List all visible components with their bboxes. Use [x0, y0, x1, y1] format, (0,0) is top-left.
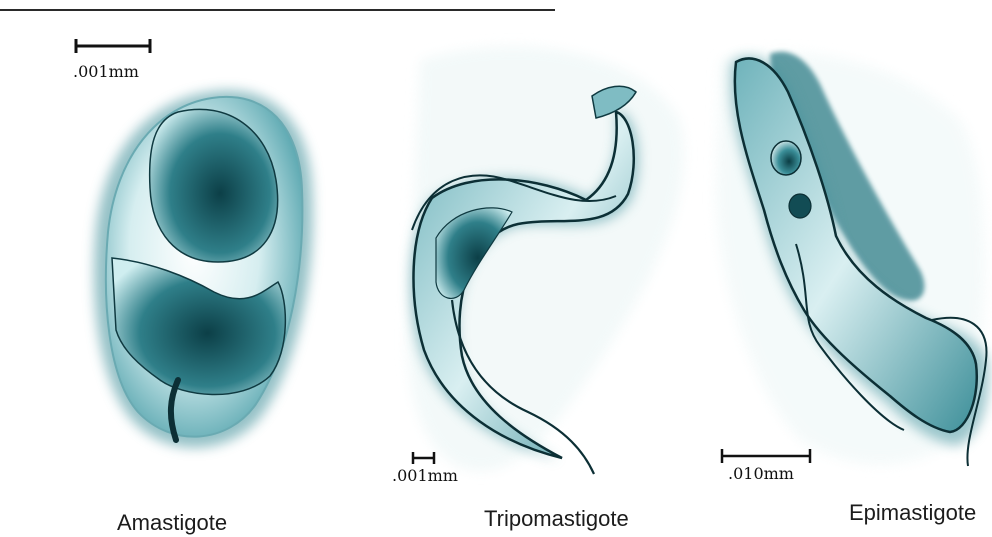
caption-epimastigote: Epimastigote: [849, 500, 976, 526]
tripomastigote-illustration: [408, 47, 684, 475]
scale-label-epimastigote: .010mm: [728, 464, 794, 483]
scale-bar-tripomastigote: [413, 452, 434, 464]
epimastigote-illustration: [716, 52, 989, 466]
amastigote-illustration: [76, 39, 313, 448]
caption-amastigote: Amastigote: [117, 510, 227, 536]
scale-bar-amastigote: [76, 39, 150, 53]
caption-tripomastigote: Tripomastigote: [484, 506, 629, 532]
scale-label-amastigote: .001mm: [73, 62, 139, 81]
scale-label-tripomastigote: .001mm: [392, 466, 458, 485]
scale-bar-epimastigote: [722, 449, 810, 463]
